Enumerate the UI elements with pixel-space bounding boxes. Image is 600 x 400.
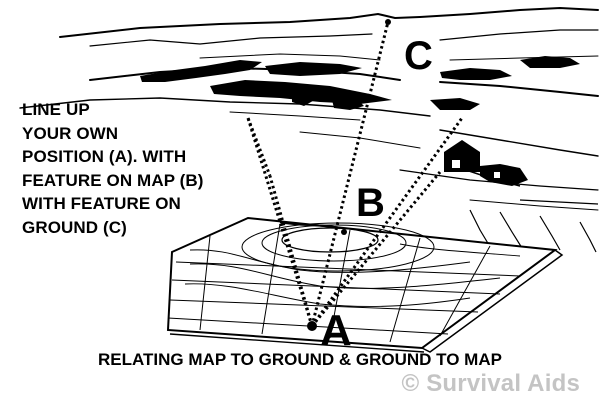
- map-sheet: [166, 216, 564, 353]
- instruction-text: LINE UP YOUR OWN POSITION (A). WITH FEAT…: [22, 98, 272, 239]
- landscape: [19, 6, 599, 211]
- marker-c: [385, 19, 391, 25]
- point-a-label: A: [320, 306, 352, 355]
- instruction-line: LINE UP: [22, 100, 90, 119]
- copyright-credit: © Survival Aids: [401, 370, 580, 397]
- marker-b: [341, 229, 347, 235]
- map-grid: [167, 223, 521, 343]
- instruction-line: FEATURE ON MAP (B): [22, 170, 204, 190]
- contour-lines: [184, 220, 521, 307]
- point-c-label: C: [404, 34, 433, 78]
- instruction-line: GROUND (C): [22, 217, 127, 237]
- sight-line-upper-left: [246, 117, 272, 177]
- sight-line-to-farmhouse: [310, 171, 442, 327]
- farmhouse: [444, 140, 528, 187]
- sight-line-inner-left: [268, 175, 314, 327]
- instruction-line: WITH FEATURE ON: [22, 194, 181, 213]
- woodland: [140, 56, 580, 110]
- instruction-line: YOUR OWN: [22, 123, 119, 143]
- diagram-caption: RELATING MAP TO GROUND & GROUND TO MAP: [98, 350, 502, 369]
- sight-line-right: [310, 117, 464, 327]
- position-markers: [307, 19, 391, 331]
- sighting-lines: [246, 21, 464, 327]
- instruction-line: POSITION (A). WITH: [22, 147, 187, 166]
- marker-a: [307, 321, 317, 331]
- point-b-label: B: [356, 181, 385, 225]
